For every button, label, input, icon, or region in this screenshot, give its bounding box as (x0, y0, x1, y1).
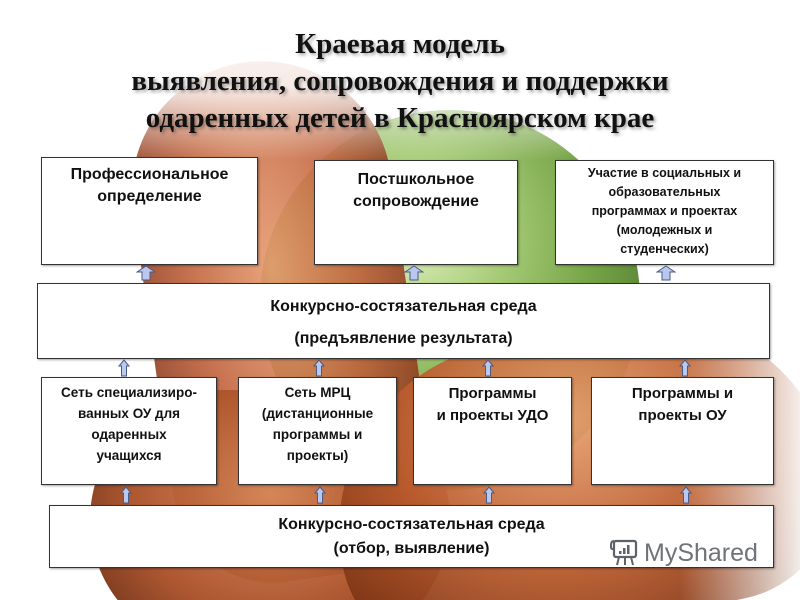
box-text: сопровождение (353, 193, 479, 210)
box-text: Постшкольное (357, 171, 475, 188)
box-text: Программы (448, 385, 537, 402)
box-text: Участие в социальных и (587, 166, 742, 180)
arrow-up-icon (679, 359, 691, 377)
arrow-up-icon (404, 265, 424, 281)
box-text: образовательных (608, 185, 721, 199)
box-udo-programs: Программы и проекты УДО (413, 377, 572, 485)
watermark-text: MyShared (644, 538, 758, 567)
top-fade (0, 0, 800, 160)
box-text: Сеть специализиро- (61, 385, 197, 400)
box-text: проекты) (286, 448, 349, 463)
box-text: учащихся (96, 448, 162, 463)
band-competitive-environment-results: Конкурсно-состязательная среда (предъявл… (37, 283, 770, 359)
box-postschool-support: Постшкольное сопровождение (314, 160, 518, 265)
box-text: и проекты УДО (436, 407, 549, 424)
box-text: определение (97, 188, 202, 205)
band-text: Конкурсно-состязательная среда (278, 516, 545, 533)
box-text: (молодежных и (616, 223, 713, 237)
arrow-up-icon (482, 359, 494, 377)
box-text: Сеть МРЦ (284, 385, 351, 400)
box-mrc-network: Сеть МРЦ (дистанционные программы и прое… (238, 377, 397, 485)
box-text: студенческих) (620, 242, 709, 256)
box-specialized-schools-network: Сеть специализиро- ванных ОУ для одаренн… (41, 377, 217, 485)
slide-title: Краевая модель выявления, сопровождения … (0, 26, 800, 137)
arrow-up-icon (136, 265, 156, 281)
arrow-up-icon (118, 359, 130, 377)
band-text: (предъявление результата) (294, 330, 513, 347)
arrow-up-icon (313, 359, 325, 377)
band-text: Конкурсно-состязательная среда (270, 298, 537, 315)
box-text: проекты ОУ (638, 407, 727, 424)
arrow-up-icon (314, 486, 326, 504)
box-ou-programs: Программы и проекты ОУ (591, 377, 774, 485)
band-text: (отбор, выявление) (333, 540, 490, 557)
title-line: выявления, сопровождения и поддержки (131, 65, 669, 97)
box-social-programs: Участие в социальных и образовательных п… (555, 160, 774, 265)
box-text: одаренных (91, 427, 167, 442)
arrow-up-icon (680, 486, 692, 504)
title-line: одаренных детей в Красноярском крае (145, 102, 655, 134)
title-line: Краевая модель (295, 28, 505, 60)
box-text: (дистанционные (261, 406, 374, 421)
presentation-chart-icon (610, 539, 638, 566)
box-text: Профессиональное (70, 166, 229, 183)
arrow-up-icon (656, 265, 676, 281)
box-text: программы и (272, 427, 363, 442)
band-competitive-environment-selection: Конкурсно-состязательная среда (отбор, в… (49, 505, 774, 568)
watermark-logo[interactable]: MyShared (608, 535, 758, 571)
box-text: программах и проектах (591, 204, 738, 218)
box-text: ванных ОУ для (77, 406, 181, 421)
box-text: Программы и (631, 385, 734, 402)
arrow-up-icon (483, 486, 495, 504)
arrow-up-icon (120, 486, 132, 504)
box-professional-definition: Профессиональное определение (41, 157, 258, 265)
